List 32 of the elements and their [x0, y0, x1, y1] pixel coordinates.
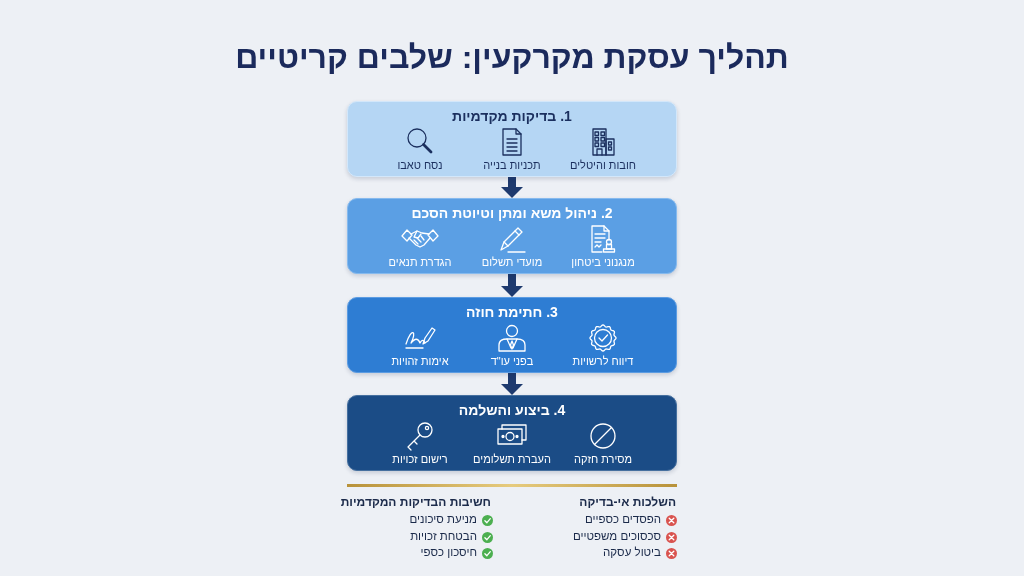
list-item: חיסכון כספי: [420, 546, 477, 560]
item-label: אימות זהויות: [391, 354, 449, 368]
item-label: חובות והיטלים: [570, 158, 636, 172]
item-label: העברת תשלומים: [473, 452, 551, 466]
title: תהליך עסקת מקרקעין: שלבים קריטיים: [235, 38, 789, 76]
item-label: מועדי תשלום: [481, 255, 543, 269]
list-item: סכסוכים משפטיים: [572, 530, 661, 544]
box-heading: 4. ביצוע והשלמה: [458, 401, 566, 419]
list-item: מניעת סיכונים: [409, 513, 477, 527]
list-item: הבטחת זכויות: [410, 530, 477, 544]
box-heading: 3. חתימת חוזה: [466, 303, 558, 321]
list-heading: השלכות אי-בדיקה: [579, 496, 676, 510]
item-label: בפני עו"ד: [490, 354, 534, 368]
item-label: הגדרת תנאים: [388, 255, 452, 269]
box-heading: 2. ניהול משא ומתן וטיוטת הסכם: [411, 204, 613, 222]
list-item: הפסדים כספיים: [585, 513, 661, 527]
item-label: רישום זכויות: [392, 452, 448, 466]
item-label: תכניות בנייה: [483, 158, 541, 172]
box-heading: 1. בדיקות מקדמיות: [452, 107, 572, 125]
item-label: מנגנוני ביטחון: [571, 255, 635, 269]
arrow: [501, 274, 523, 297]
arrow: [501, 177, 523, 198]
list-heading: חשיבות הבדיקות המקדמיות: [340, 496, 491, 510]
stage-box: [347, 297, 677, 373]
item-label: מסירת חזקה: [573, 452, 633, 466]
item-label: נסח טאבו: [397, 158, 443, 172]
arrow: [501, 373, 523, 395]
stage-box: [347, 395, 677, 471]
item-label: דיווח לרשויות: [572, 354, 634, 368]
list-item: ביטול עסקה: [603, 546, 661, 560]
stage-box: [347, 101, 677, 177]
stage-box: [347, 198, 677, 274]
